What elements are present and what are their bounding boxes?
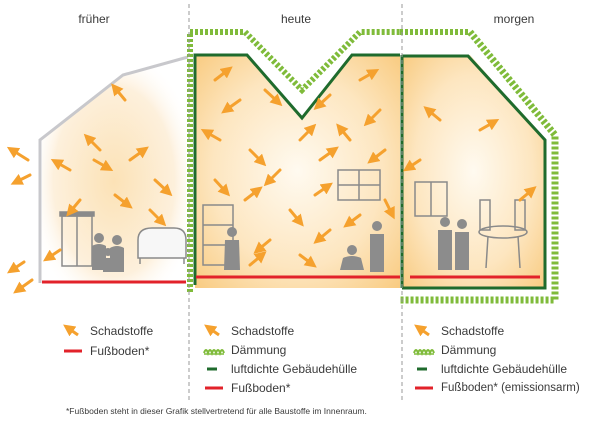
floor-line-icon	[64, 349, 82, 353]
insulation-icon	[203, 349, 225, 357]
legend-label: Dämmung	[441, 343, 497, 357]
arrow-icon	[63, 324, 79, 337]
present-people	[224, 221, 384, 272]
past-people	[92, 233, 124, 272]
past-house	[38, 55, 189, 284]
arrow-icon	[204, 324, 220, 337]
present-house	[187, 29, 400, 292]
future-cabinet	[414, 181, 448, 217]
legend-past: Schadstoffe Fußboden*	[62, 323, 182, 363]
future-insulation	[400, 29, 559, 304]
legend-label: Schadstoffe	[231, 324, 295, 338]
present-airtight-hull	[193, 53, 400, 285]
floor-line-icon	[415, 386, 433, 390]
legend-label: Schadstoffe	[90, 324, 154, 338]
header-past: früher	[78, 12, 110, 26]
header-present: heute	[280, 12, 312, 26]
future-house	[400, 29, 559, 304]
floor-line-icon	[205, 386, 223, 390]
footnote: *Fußboden steht in dieser Grafik stellve…	[66, 406, 367, 416]
present-dresser	[337, 169, 381, 201]
legend-future: Schadstoffe Dämmung luftdichte Gebäudehü…	[413, 323, 599, 399]
airtight-line-icon	[417, 367, 427, 371]
legend-label: luftdichte Gebäudehülle	[231, 362, 358, 376]
future-airtight-hull	[402, 54, 547, 290]
arrow-icon	[414, 324, 430, 337]
present-insulation	[187, 29, 400, 292]
legend-label: Fußboden*	[231, 381, 291, 395]
future-table	[478, 199, 528, 269]
header-future: morgen	[493, 12, 535, 26]
legend-label: Schadstoffe	[441, 324, 505, 338]
past-wall-outline	[38, 55, 189, 283]
legend-label: Fußboden* (emissionsarm)	[441, 382, 580, 394]
legend-label: luftdichte Gebäudehülle	[441, 362, 568, 376]
airtight-line-icon	[207, 367, 217, 371]
future-people	[438, 217, 469, 270]
legend-label: Fußboden*	[90, 344, 150, 358]
pollutant-arrows	[6, 66, 537, 294]
insulation-icon	[413, 349, 435, 357]
legend-label: Dämmung	[231, 343, 287, 357]
legend-present: Schadstoffe Dämmung luftdichte Gebäudehü…	[203, 323, 398, 399]
past-sofa	[137, 227, 187, 264]
